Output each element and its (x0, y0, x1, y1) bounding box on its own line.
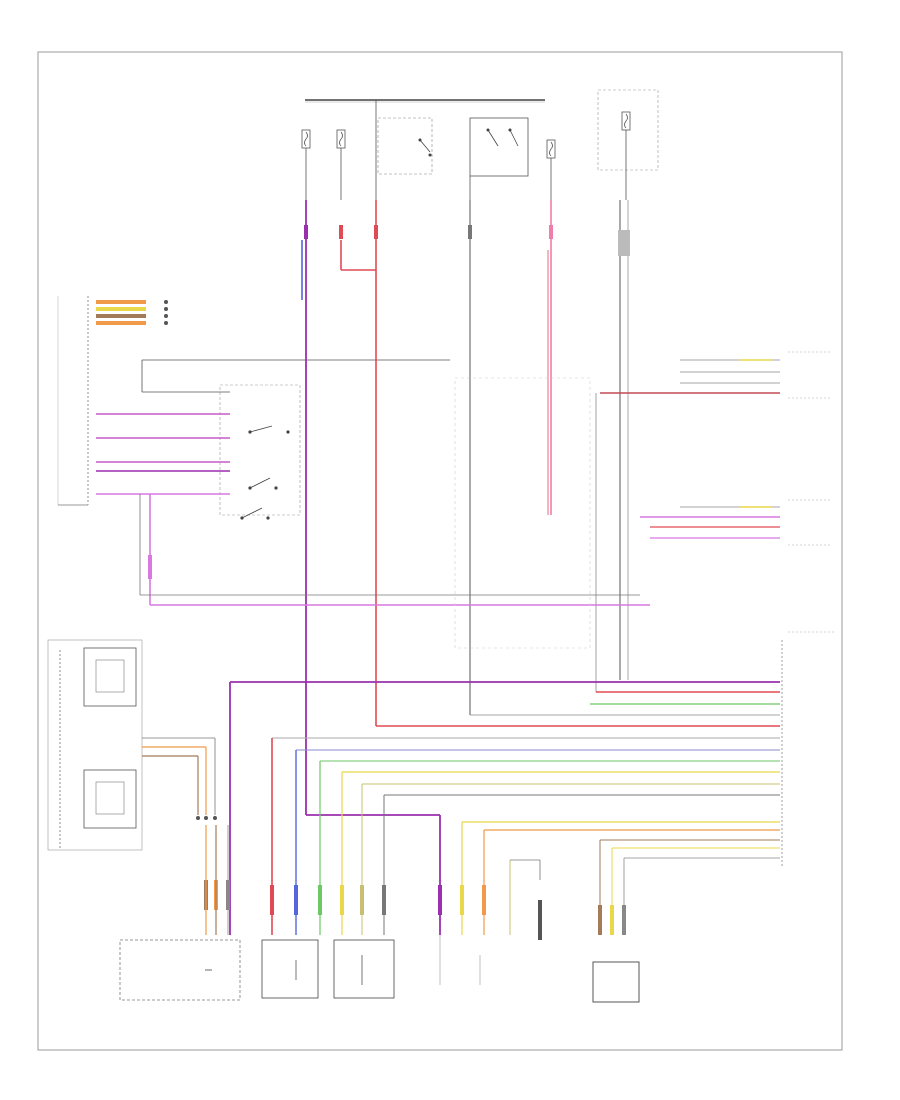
connector-icon (304, 225, 308, 239)
connector-icon (270, 885, 274, 915)
connector-icon (460, 885, 464, 915)
connector-icon (610, 905, 614, 935)
engine-speed-sensor (592, 961, 640, 1003)
g79-sensor (509, 859, 542, 940)
fuse-icon (621, 111, 631, 131)
transmission-range-switches (47, 639, 229, 935)
connector-icon (294, 885, 298, 915)
connector-icon (622, 905, 626, 935)
connector-icon (339, 225, 343, 239)
page-frame (37, 51, 843, 1051)
trans-switch-upper (83, 647, 137, 707)
relay-icon (377, 117, 433, 175)
fuse-block-right (597, 89, 659, 171)
connector-icon (318, 885, 322, 915)
clock-spring-switch (96, 359, 450, 520)
connector-icon (618, 230, 630, 256)
main-wiring (139, 200, 780, 935)
brake-pedal-switch (261, 939, 395, 999)
switch-icon (240, 507, 270, 520)
fuse-icon (546, 139, 556, 159)
connector-icon (598, 905, 602, 935)
right-modules (781, 351, 836, 868)
connector-icon (438, 885, 442, 915)
connector-icon (148, 555, 152, 579)
connector-icon (340, 885, 344, 915)
connector-icon (482, 885, 486, 915)
fuse-icon (336, 129, 346, 149)
connector-icon (468, 225, 472, 239)
wire-connectors (148, 225, 630, 935)
fuse-icon (301, 129, 311, 149)
trans-switch-lower (83, 769, 137, 829)
switch-icon (248, 477, 278, 490)
throttle-position-sensor (439, 935, 481, 985)
power-distribution-top (301, 89, 659, 200)
connector-icon (549, 225, 553, 239)
instrument-cluster (119, 939, 241, 1001)
switch-icon (248, 425, 290, 434)
connector-icon (360, 885, 364, 915)
connector-icon (382, 885, 386, 915)
connector-icon (374, 225, 378, 239)
relay-icon (469, 117, 529, 177)
ecm-left-module (57, 296, 168, 506)
